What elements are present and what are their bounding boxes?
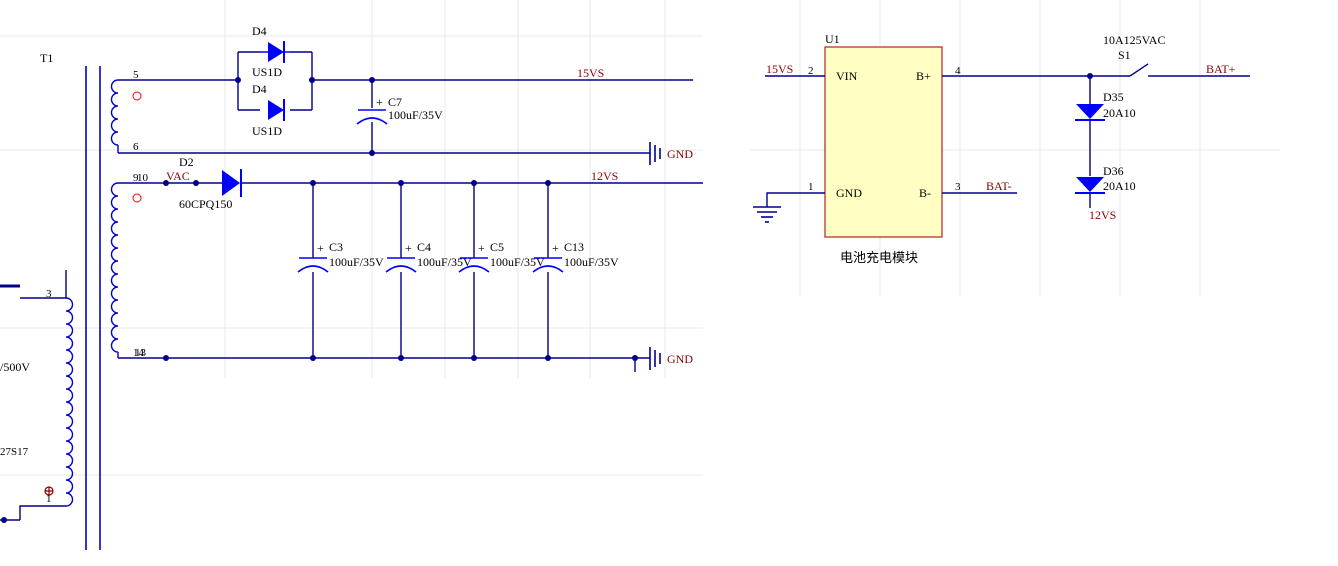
u1-pin-bminus: B-: [919, 186, 931, 200]
net-label-12vs-d36: 12VS: [1089, 208, 1116, 222]
charger-module-u1[interactable]: U1 VIN GND B+ B- 2 1 4 3 电池充电模块: [808, 32, 961, 266]
capacitor-c13[interactable]: + C13 100uF/35V: [532, 240, 619, 273]
u1-pin-bplus: B+: [916, 69, 931, 83]
rail-12v: VAC 12VS: [118, 169, 703, 372]
c7-value: 100uF/35V: [388, 108, 443, 122]
net-label-bat-plus: BAT+: [1206, 62, 1236, 76]
t1-pin-13: 13: [135, 347, 147, 359]
u1-pin-gnd: GND: [836, 186, 862, 200]
dot-marker: [132, 91, 142, 101]
s1-value: 10A125VAC: [1103, 33, 1165, 47]
d4a-ref: D4: [252, 24, 267, 38]
c4-ref: C4: [417, 240, 431, 254]
d4b-ref: D4: [252, 82, 267, 96]
switch-s1[interactable]: 10A125VAC S1 BAT+: [1103, 33, 1250, 77]
d35-value: 20A10: [1103, 106, 1136, 120]
t1-partial-part: 27S17: [0, 446, 29, 458]
transformer-t1[interactable]: T1 5 6 9 10 14 13 3 1 /500V 27S17: [0, 51, 149, 550]
u1-pin-num-4: 4: [955, 65, 961, 77]
s1-ref: S1: [1118, 48, 1131, 62]
c5-polarity: +: [478, 241, 485, 255]
c3-polarity: +: [317, 241, 324, 255]
primary-winding: [65, 297, 74, 507]
diode-d36[interactable]: D36 20A10 12VS: [1075, 164, 1136, 222]
grid: [0, 0, 1280, 476]
c7-ref: C7: [388, 95, 402, 109]
net-label-gnd-upper: GND: [667, 147, 693, 161]
t1-pin-1: 1: [46, 493, 52, 505]
u1-name: 电池充电模块: [840, 250, 918, 266]
u1-ref: U1: [825, 32, 840, 46]
u1-pin-vin: VIN: [836, 69, 858, 83]
t1-pin-3: 3: [46, 288, 52, 300]
u1-pin-num-2: 2: [808, 65, 814, 77]
net-label-15vs: 15VS: [577, 66, 604, 80]
c4-polarity: +: [405, 241, 412, 255]
c13-ref: C13: [564, 240, 584, 254]
d36-ref: D36: [1103, 164, 1124, 178]
d2-value: 60CPQ150: [179, 197, 232, 211]
d4b-value: US1D: [252, 124, 282, 138]
t1-pin-9: 9: [133, 172, 139, 184]
capacitor-c3[interactable]: + C3 100uF/35V: [297, 240, 384, 273]
ground-symbol-upper: GND: [649, 142, 693, 165]
dot-marker: [132, 193, 142, 203]
c13-value: 100uF/35V: [564, 255, 619, 269]
t1-partial-rating: /500V: [0, 360, 30, 374]
c4-value: 100uF/35V: [417, 255, 472, 269]
u1-wiring: 15VS BAT-: [765, 62, 1130, 207]
c7-polarity: +: [376, 95, 383, 109]
c3-value: 100uF/35V: [329, 255, 384, 269]
t1-ref: T1: [40, 51, 53, 65]
c3-ref: C3: [329, 240, 343, 254]
t1-pin-10: 10: [137, 172, 149, 184]
net-label-12vs: 12VS: [591, 169, 618, 183]
t1-pin-14: 14: [133, 347, 145, 359]
u1-pin-num-3: 3: [955, 181, 961, 193]
ground-symbol-u1: [753, 206, 781, 223]
ground-symbol-lower: GND: [649, 347, 693, 370]
diode-d4-lower[interactable]: D4 US1D: [252, 82, 285, 138]
secondary-winding-15v: [110, 79, 119, 153]
d2-ref: D2: [179, 155, 194, 169]
diode-d4-upper[interactable]: D4 US1D: [252, 24, 290, 79]
net-label-vac: VAC: [166, 169, 190, 183]
c5-ref: C5: [490, 240, 504, 254]
diode-d2[interactable]: D2 60CPQ150: [179, 155, 242, 211]
net-label-bat-minus: BAT-: [986, 179, 1012, 193]
net-label-gnd-lower: GND: [667, 352, 693, 366]
c13-polarity: +: [552, 241, 559, 255]
secondary-winding-12v: [110, 182, 119, 358]
net-label-15vs-u1: 15VS: [766, 62, 793, 76]
d35-ref: D35: [1103, 90, 1124, 104]
capacitor-c7[interactable]: + C7 100uF/35V: [356, 95, 443, 125]
capacitor-c5[interactable]: + C5 100uF/35V: [458, 240, 545, 273]
c5-value: 100uF/35V: [490, 255, 545, 269]
d4a-value: US1D: [252, 65, 282, 79]
capacitor-c4[interactable]: + C4 100uF/35V: [385, 240, 472, 273]
diode-d35[interactable]: D35 20A10: [1075, 76, 1136, 208]
t1-pin-5: 5: [133, 69, 139, 81]
t1-pin-6: 6: [133, 141, 139, 153]
d36-value: 20A10: [1103, 179, 1136, 193]
rail-15v: 15VS: [118, 51, 693, 156]
u1-pin-num-1: 1: [808, 181, 814, 193]
